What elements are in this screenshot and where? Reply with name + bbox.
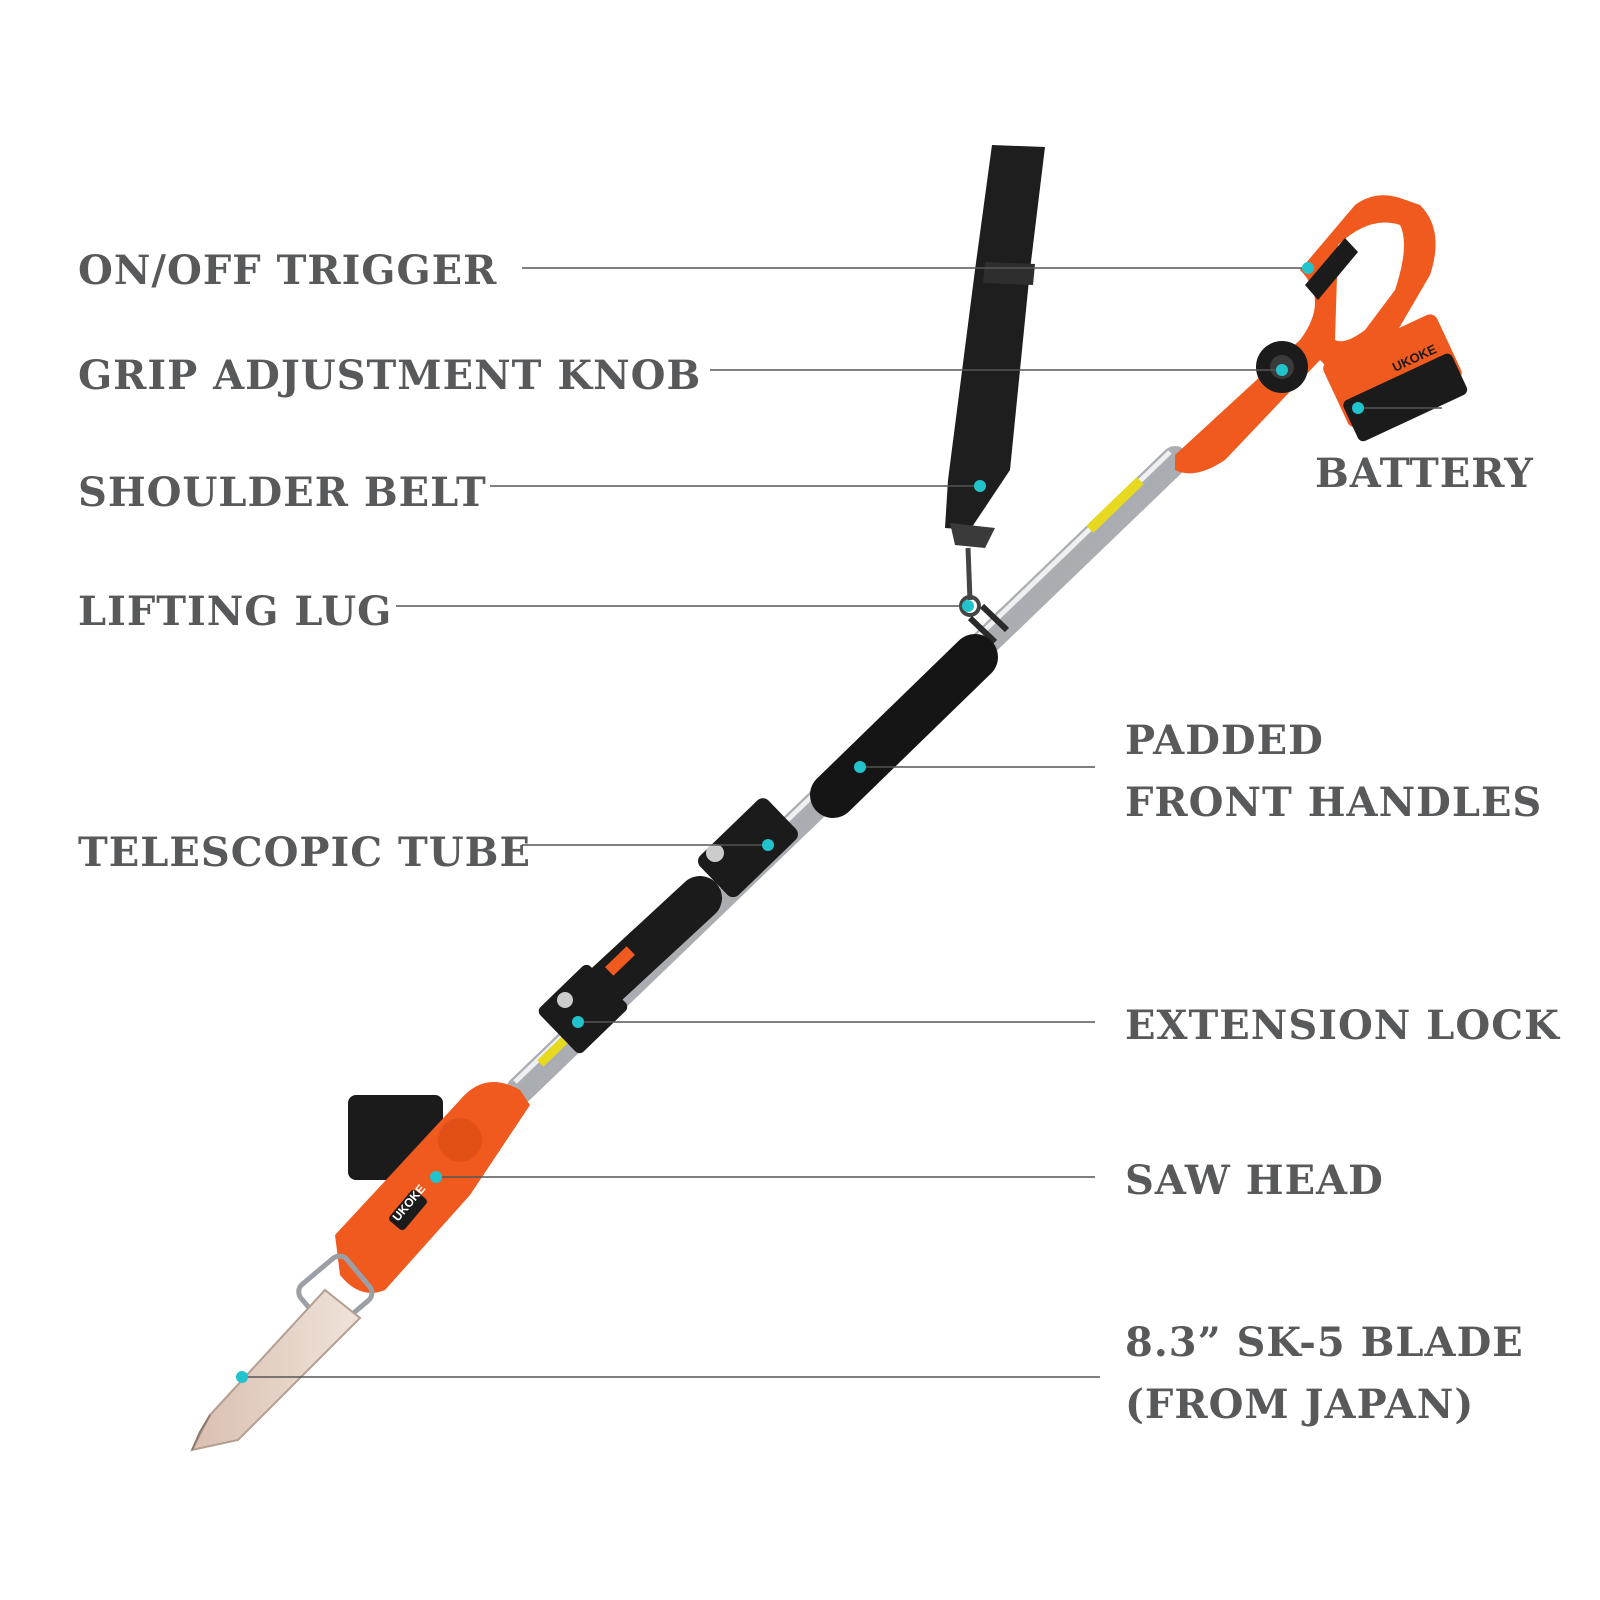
extension-lock-lower [538, 876, 722, 1054]
label-battery: BATTERY [1315, 450, 1534, 497]
callout-marker-dots [236, 262, 1364, 1383]
marker-dot-saw-head [430, 1171, 442, 1183]
label-padded-front-handles: PADDED FRONT HANDLES [1125, 717, 1543, 826]
extension-lock-upper [698, 798, 798, 898]
marker-dot-extension-lock [572, 1016, 584, 1028]
marker-dot-lifting-lug [962, 600, 974, 612]
label-sk5-blade: 8.3” SK-5 BLADE (FROM JAPAN) [1125, 1319, 1524, 1428]
marker-dot-shoulder-belt [974, 480, 986, 492]
label-telescopic-tube: TELESCOPIC TUBE [78, 829, 531, 876]
label-lifting-lug: LIFTING LUG [78, 588, 393, 635]
label-extension-lock: EXTENSION LOCK [1125, 1002, 1560, 1049]
marker-dot-grip-knob [1276, 364, 1288, 376]
battery-pack: UKOKE [1323, 314, 1468, 442]
shoulder-belt [945, 145, 1045, 617]
marker-dot-battery [1352, 402, 1364, 414]
label-saw-head: SAW HEAD [1125, 1157, 1384, 1204]
padded-front-handle [810, 634, 998, 818]
label-grip-adjustment-knob: GRIP ADJUSTMENT KNOB [78, 352, 702, 399]
marker-dot-telescopic-tube [762, 839, 774, 851]
label-on-off-trigger: ON/OFF TRIGGER [78, 247, 498, 294]
marker-dot-blade [236, 1371, 248, 1383]
callout-leader-lines [242, 267, 1442, 1378]
marker-dot-trigger [1302, 262, 1314, 274]
saw-blade [190, 1288, 362, 1452]
saw-head: UKOKE [296, 1082, 530, 1332]
label-shoulder-belt: SHOULDER BELT [78, 469, 487, 516]
marker-dot-padded-handles [854, 761, 866, 773]
